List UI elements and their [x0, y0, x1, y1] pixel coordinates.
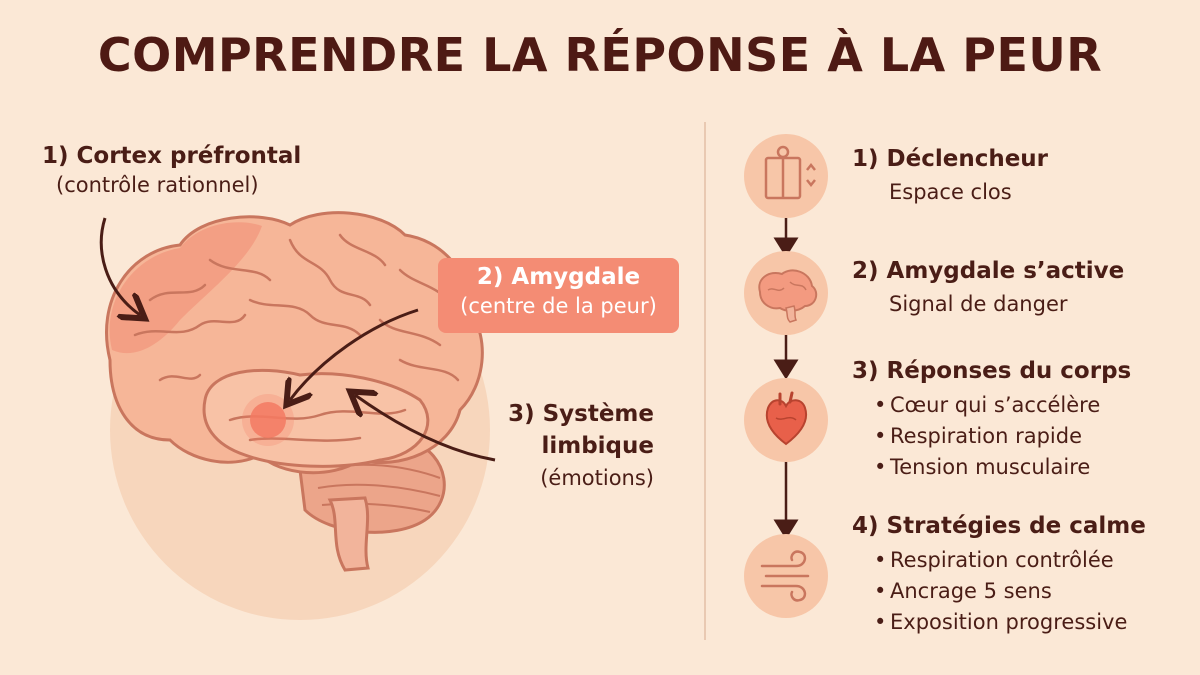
step-2-title: 2) Amygdale s’active: [852, 258, 1125, 284]
list-item: •Respiration rapide: [874, 424, 1082, 448]
step-1-desc: Espace clos: [889, 180, 1012, 204]
list-item: •Exposition progressive: [874, 610, 1128, 634]
arrow-cortex: [99, 217, 140, 315]
limbic-label: 3) Système limbique (émotions): [498, 398, 654, 490]
step-1: 1) Déclencheur Espace clos: [852, 146, 1048, 204]
wind-icon: [760, 550, 810, 602]
amygdala-label: 2) Amygdale (centre de la peur): [438, 258, 679, 333]
step-2: 2) Amygdale s’active Signal de danger: [852, 258, 1124, 316]
step-4: 4) Stratégies de calme •Respiration cont…: [852, 513, 1146, 638]
step-3-bullets: •Cœur qui s’accélère •Respiration rapide…: [874, 390, 1131, 483]
amygdala-subtitle: (centre de la peur): [460, 294, 657, 318]
amygdala-title: 2) Amygdale: [476, 264, 641, 290]
cortex-label: 1) Cortex préfrontal (contrôle rationnel…: [42, 143, 301, 197]
step-3-title: 3) Réponses du corps: [852, 358, 1132, 384]
list-item: •Ancrage 5 sens: [874, 579, 1052, 603]
limbic-title-line1: 3) Système: [508, 401, 654, 427]
list-item: •Cœur qui s’accélère: [874, 393, 1101, 417]
list-item: •Tension musculaire: [874, 455, 1091, 479]
limbic-title-line2: limbique: [541, 433, 654, 459]
arrow-limbic: [355, 395, 496, 462]
step-2-desc: Signal de danger: [889, 292, 1068, 316]
step-4-title: 4) Stratégies de calme: [852, 513, 1146, 539]
divider: [704, 122, 706, 640]
list-item: •Respiration contrôlée: [874, 548, 1114, 572]
page-title: COMPRENDRE LA RÉPONSE À LA PEUR: [97, 28, 1103, 82]
cortex-subtitle: (contrôle rationnel): [56, 173, 259, 197]
elevator-icon: [764, 145, 816, 200]
heart-icon: [765, 391, 807, 446]
step-3: 3) Réponses du corps •Cœur qui s’accélèr…: [852, 358, 1131, 483]
amygdala-spot: [250, 402, 286, 438]
step-4-bullets: •Respiration contrôlée •Ancrage 5 sens •…: [874, 545, 1146, 638]
step-1-title: 1) Déclencheur: [852, 146, 1049, 172]
cortex-title: 1) Cortex préfrontal: [42, 143, 302, 169]
arrow-amygdala: [290, 308, 419, 400]
brain-icon: [758, 269, 818, 323]
brain-stem: [327, 496, 370, 572]
limbic-subtitle: (émotions): [540, 466, 654, 490]
